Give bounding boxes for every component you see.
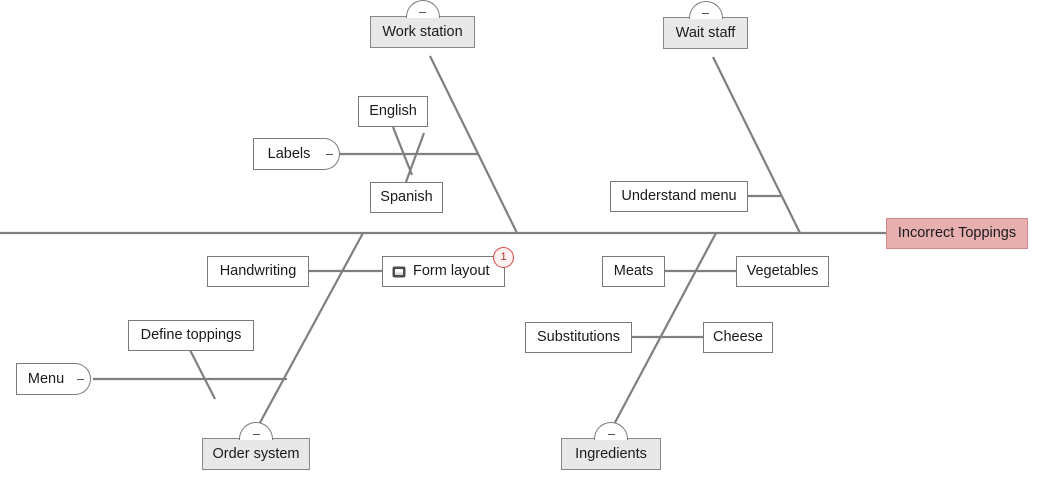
cause-label-spanish: Spanish <box>380 189 433 206</box>
category-label-ingredients: Ingredients <box>575 445 647 462</box>
effect-node-incorrect-toppings[interactable]: Incorrect Toppings <box>886 218 1028 249</box>
cause-node-meats[interactable]: Meats <box>602 256 665 287</box>
category-node-work-station[interactable]: Work station <box>370 0 475 48</box>
cause-label-handwriting: Handwriting <box>219 263 297 280</box>
connector-define-toppings <box>189 349 216 400</box>
category-node-ingredients[interactable]: Ingredients <box>561 422 661 470</box>
cause-node-form-layout[interactable]: Form layout 1 <box>382 247 514 287</box>
cause-node-spanish[interactable]: Spanish <box>370 182 443 213</box>
connector-english <box>391 126 414 176</box>
comment-count-badge[interactable]: 1 <box>493 247 514 268</box>
collapse-dash-icon <box>77 378 84 380</box>
cause-node-handwriting[interactable]: Handwriting <box>207 256 309 287</box>
cause-label-labels: Labels <box>267 145 311 162</box>
bone-ingredients <box>610 232 717 431</box>
cause-node-labels[interactable]: Labels <box>253 138 340 170</box>
cause-label-substitutions: Substitutions <box>536 329 621 346</box>
cause-node-define-toppings[interactable]: Define toppings <box>128 320 254 351</box>
collapse-dash-icon <box>252 434 260 435</box>
cause-label-english: English <box>369 103 417 120</box>
category-label-order-system: Order system <box>212 445 300 462</box>
cause-node-menu[interactable]: Menu <box>16 363 91 395</box>
bone-wait-staff <box>712 56 801 234</box>
bone-work-station <box>429 55 518 234</box>
cause-label-understand-menu: Understand menu <box>621 188 737 205</box>
cause-label-menu: Menu <box>27 370 65 387</box>
category-node-wait-staff[interactable]: Wait staff <box>663 1 748 49</box>
bone-order-system <box>255 232 364 431</box>
connector-spanish <box>404 132 426 183</box>
collapse-dash-icon <box>326 153 333 155</box>
collapse-dash-icon <box>419 12 426 13</box>
cause-node-substitutions[interactable]: Substitutions <box>525 322 632 353</box>
collapse-dash-icon <box>702 13 709 14</box>
cause-label-form-layout: Form layout <box>413 263 490 280</box>
category-label-wait-staff: Wait staff <box>675 24 736 41</box>
category-node-order-system[interactable]: Order system <box>202 422 310 470</box>
cause-node-english[interactable]: English <box>358 96 428 127</box>
note-icon <box>392 266 406 278</box>
category-label-work-station: Work station <box>382 23 463 40</box>
cause-label-vegetables: Vegetables <box>746 263 819 280</box>
cause-label-meats: Meats <box>613 263 654 280</box>
effect-label: Incorrect Toppings <box>897 225 1017 242</box>
cause-node-vegetables[interactable]: Vegetables <box>736 256 829 287</box>
cause-label-define-toppings: Define toppings <box>140 327 242 344</box>
cause-node-understand-menu[interactable]: Understand menu <box>610 181 748 212</box>
collapse-dash-icon <box>607 434 615 435</box>
cause-node-cheese[interactable]: Cheese <box>703 322 773 353</box>
cause-label-cheese: Cheese <box>713 329 763 346</box>
